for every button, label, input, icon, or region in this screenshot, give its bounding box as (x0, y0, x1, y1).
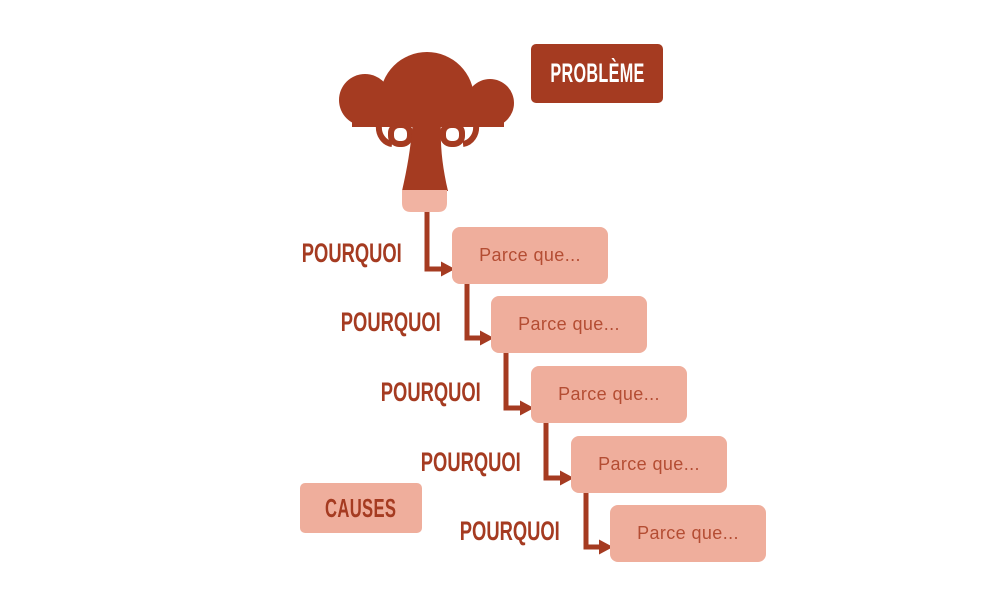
arrowhead-icon (520, 400, 534, 416)
because-box-5: Parce que... (610, 505, 766, 562)
arrowhead-icon (599, 539, 613, 555)
connector-why3-to-why4 (543, 421, 568, 481)
connector-why4-to-why5 (583, 491, 607, 550)
arrowhead-icon (441, 261, 455, 277)
because-box-3: Parce que... (531, 366, 687, 423)
arrowhead-icon (480, 330, 494, 346)
why-label-5: POURQUOI (459, 516, 560, 546)
because-box-1: Parce que... (452, 227, 608, 284)
tree-icon (339, 52, 514, 191)
why-label-3: POURQUOI (380, 377, 481, 407)
causes-label: CAUSES (325, 492, 397, 523)
why-label-4: POURQUOI (420, 447, 521, 477)
because-box-4: Parce que... (571, 436, 727, 493)
why-label-1: POURQUOI (301, 238, 402, 268)
connector-tree-to-why1 (424, 203, 449, 272)
because-box-2: Parce que... (491, 296, 647, 353)
causes-box: CAUSES (300, 483, 422, 533)
why-label-2: POURQUOI (340, 307, 441, 337)
arrowheads (441, 261, 613, 555)
arrowhead-icon (560, 470, 574, 486)
problem-label: PROBLÈME (549, 58, 645, 88)
tree-root-cap (402, 190, 447, 212)
problem-box: PROBLÈME (531, 44, 663, 103)
connector-why1-to-why2 (464, 282, 488, 341)
connector-why2-to-why3 (503, 351, 528, 411)
